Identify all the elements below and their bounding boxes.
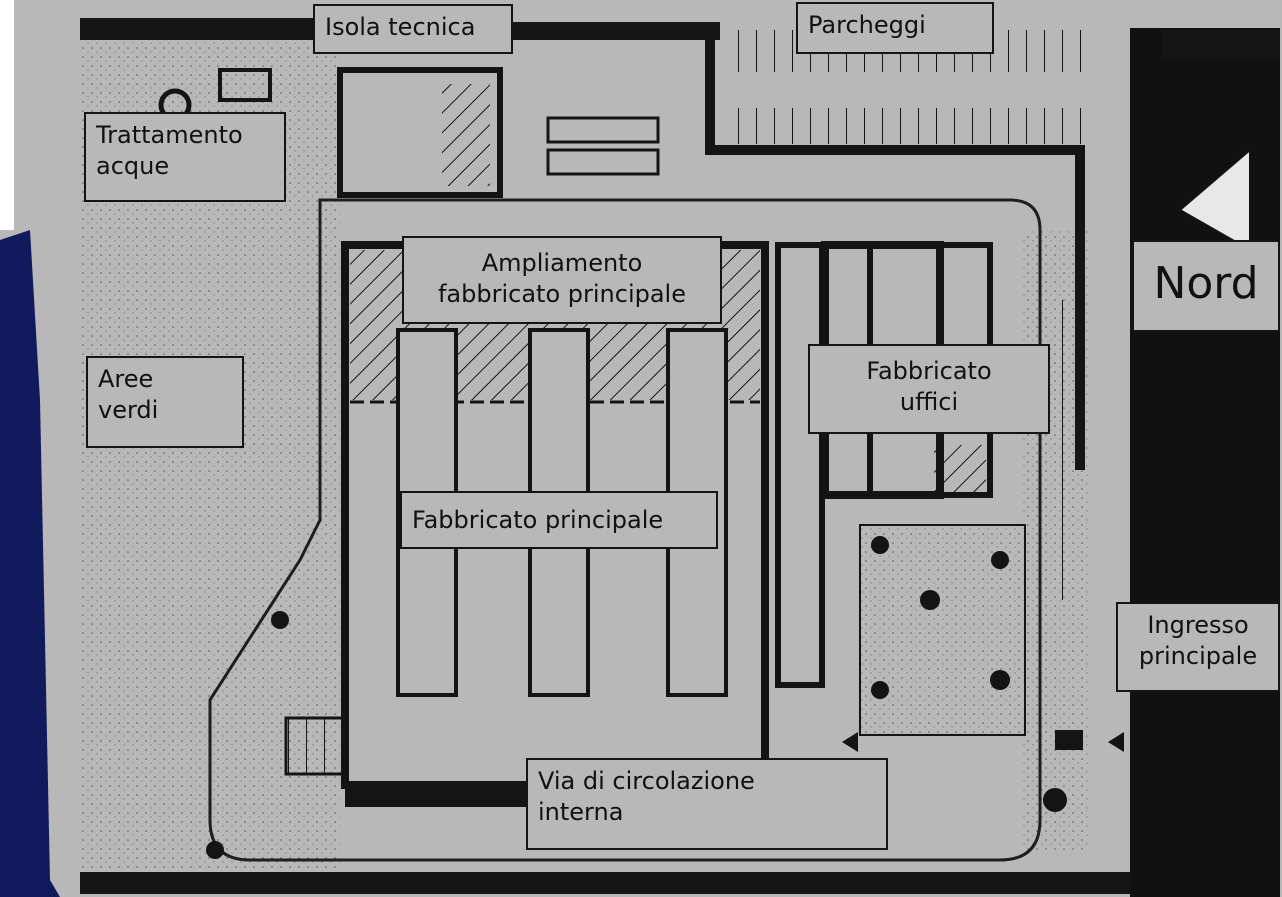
water-edge [0,230,60,897]
inner-road-outline [208,198,1042,862]
label-ampliamento: Ampliamento fabbricato principale [402,236,722,324]
label-fabbricato-principale: Fabbricato principale [400,491,718,549]
south-wall [80,872,1130,894]
north-wall [80,18,380,40]
label-ingresso-principale: Ingresso principale [1116,602,1280,692]
label-parcheggi: Parcheggi [796,2,994,54]
left-white-margin [0,0,14,230]
parking-strip-east [1045,300,1075,600]
tree-icon [271,611,289,629]
technical-building-hatch [442,84,490,186]
parking-wall [705,30,1085,470]
north-wall-2 [500,22,720,40]
gatehouse [1055,730,1083,750]
main-road [1130,28,1280,897]
label-aree-verdi: Aree verdi [86,356,244,448]
tank-2 [546,148,660,176]
office-hatch [934,445,986,495]
parking-row-2 [728,108,1088,144]
road-kerb [1162,30,1280,60]
label-trattamento-acque: Trattamento acque [84,112,286,202]
label-fabbricato-uffici: Fabbricato uffici [808,344,1050,434]
tree-icon [871,536,889,554]
tree-icon [990,670,1010,690]
label-isola-tecnica: Isola tecnica [313,4,513,54]
tree-icon [871,681,889,699]
loading-bay [284,716,348,776]
label-via-circolazione: Via di circolazione interna [526,758,888,850]
tank-1 [546,116,660,144]
tree-icon [920,590,940,610]
tree-icon [1043,788,1067,812]
service-strip [775,242,825,688]
north-arrow-icon [1178,147,1251,252]
arrow-left-icon [842,732,858,752]
arrow-left-icon [1108,732,1124,752]
treatment-unit [218,68,272,102]
tree-icon [991,551,1009,569]
label-nord: Nord [1132,240,1280,332]
tree-icon [206,841,224,859]
